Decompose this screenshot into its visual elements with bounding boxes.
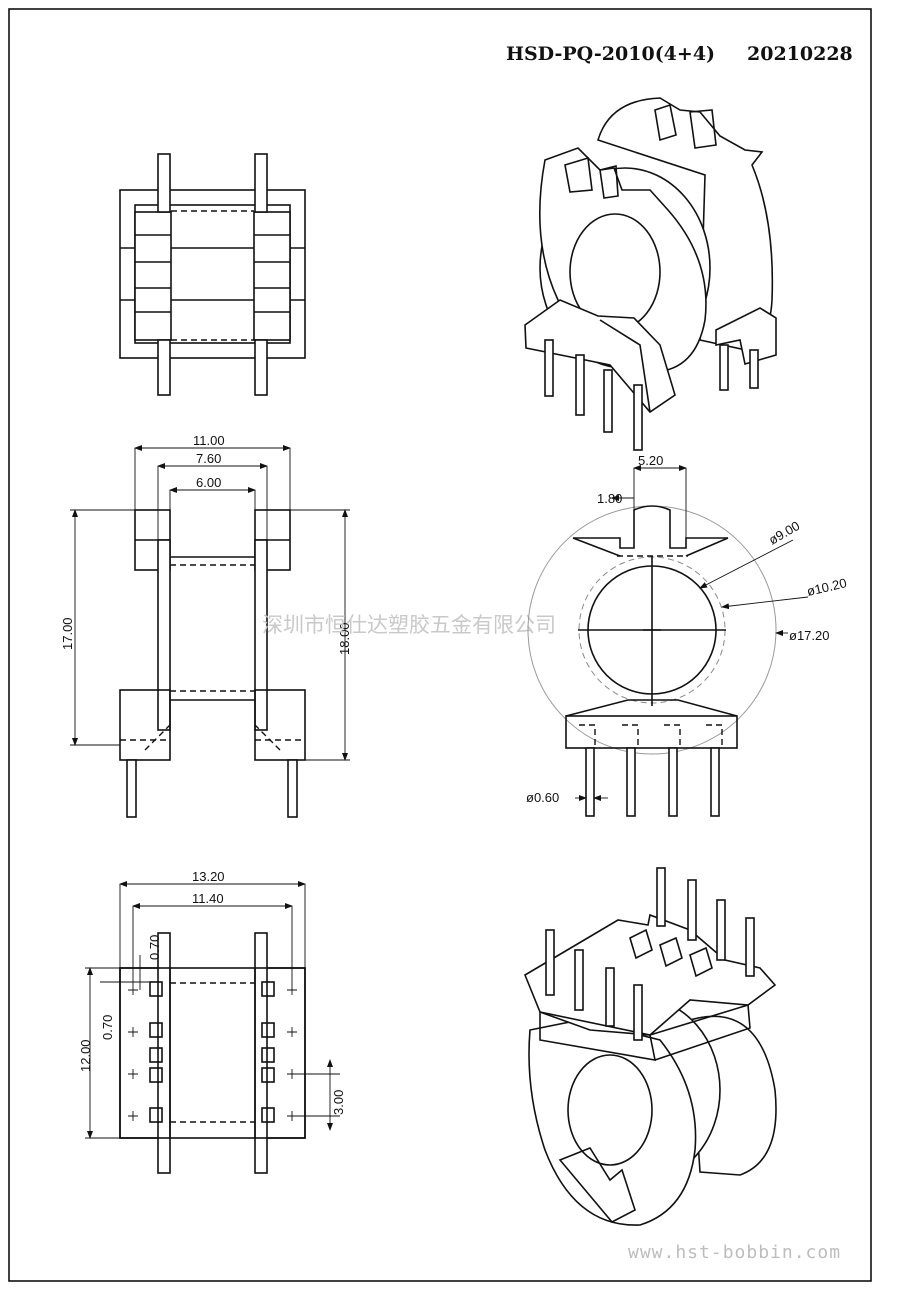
- dim-pad-side: 0.70: [100, 1015, 115, 1040]
- dim-bore-dia: ø9.00: [766, 518, 802, 548]
- drawing-border: [8, 8, 872, 1282]
- dim-slot-inner: 1.80: [597, 491, 622, 506]
- dim-width-inner: 6.00: [196, 475, 221, 490]
- dim-width-mid: 7.60: [196, 451, 221, 466]
- dim-slot-width: 5.20: [638, 453, 663, 468]
- part-number: HSD-PQ-2010(4+4): [506, 43, 715, 65]
- dim-height-left: 17.00: [60, 617, 75, 650]
- front-view: 5.20 1.80 ø9.00 ø10.20 ø17.20 ø0.60: [526, 453, 848, 817]
- dim-width-outer: 11.00: [193, 433, 225, 448]
- dim-bottom-outer: 13.20: [192, 869, 225, 884]
- watermark-company: 深圳市恒仕达塑胶五金有限公司: [262, 613, 556, 637]
- top-view: [119, 153, 306, 396]
- isometric-view-top: [524, 97, 777, 451]
- dim-height-right: 18.00: [337, 622, 352, 655]
- dim-inner-dash-dia: ø10.20: [805, 575, 848, 599]
- side-view: 11.00 7.60 6.00 17.00 18.00: [60, 433, 352, 818]
- dim-pin-pitch: 3.00: [331, 1090, 346, 1115]
- dim-bottom-inner: 11.40: [192, 891, 224, 906]
- dim-pin-dia: ø0.60: [526, 790, 559, 805]
- dim-pad-top: 0.70: [147, 935, 162, 960]
- bottom-view: 13.20 11.40 0.70 0.70 12.00 3.00: [78, 869, 346, 1174]
- pin-pads: [149, 981, 275, 1123]
- date-code: 20210228: [747, 43, 853, 65]
- dim-bottom-height: 12.00: [78, 1039, 93, 1072]
- dim-flange-dia: ø17.20: [789, 628, 829, 643]
- isometric-view-bottom: [523, 867, 777, 1226]
- watermark-url: www.hst-bobbin.com: [628, 1242, 841, 1263]
